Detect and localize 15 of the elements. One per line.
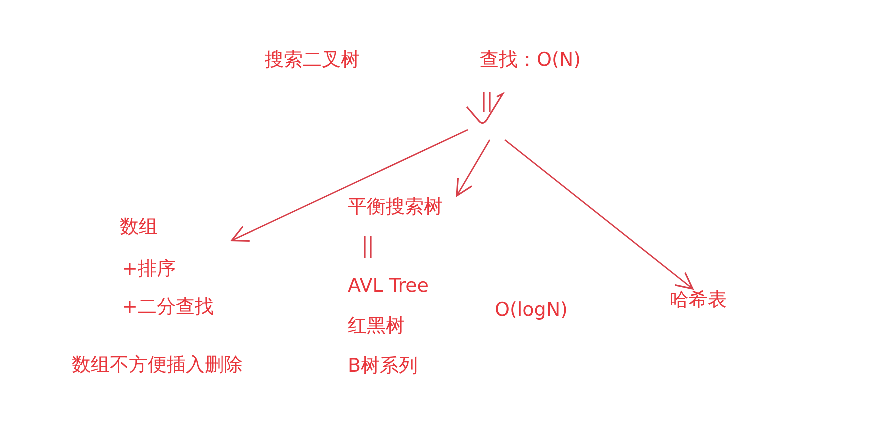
item-text: +二分查找 bbox=[122, 296, 214, 318]
item-text: +排序 bbox=[122, 258, 176, 280]
arrow bbox=[231, 129, 468, 242]
item-text: 哈希表 bbox=[670, 289, 727, 311]
note-text: 数组不方便插入删除 bbox=[72, 354, 243, 376]
heading-text: 数组 bbox=[120, 216, 158, 238]
item-text: B树系列 bbox=[348, 355, 418, 377]
arrow bbox=[456, 140, 491, 197]
note-text: 查找：O(N) bbox=[480, 49, 581, 71]
arrow bbox=[504, 139, 694, 290]
heading-text: 平衡搜索树 bbox=[348, 196, 443, 218]
note-text: 搜索二叉树 bbox=[265, 49, 360, 71]
note-text: O(logN) bbox=[495, 299, 568, 321]
item-text: AVL Tree bbox=[348, 275, 429, 297]
item-text: 红黑树 bbox=[348, 315, 405, 337]
